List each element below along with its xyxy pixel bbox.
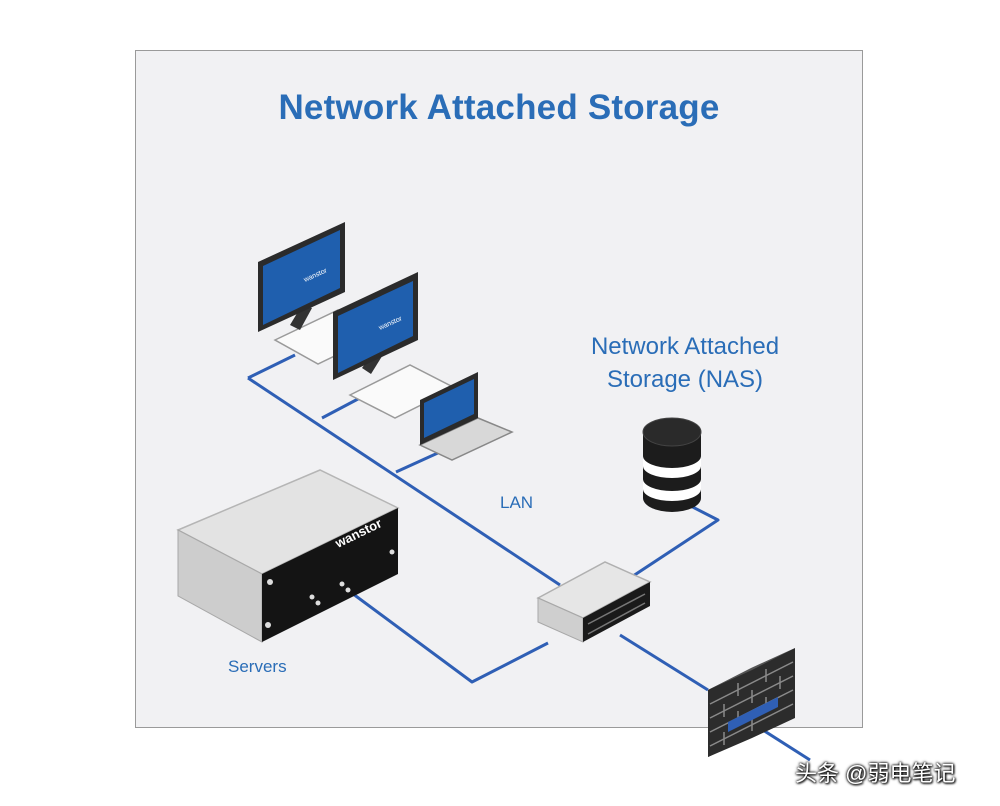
watermark-text: 头条 @弱电笔记	[795, 761, 956, 786]
firewall-top	[708, 648, 795, 690]
nas-label-line2: Storage (NAS)	[606, 366, 764, 393]
switch-slot	[587, 602, 646, 635]
servers-label: Servers	[228, 657, 287, 676]
monitor-screen	[338, 281, 413, 373]
nas-label-line1: Network Attached	[590, 333, 780, 360]
link-server	[344, 586, 549, 684]
laptop-screen	[424, 379, 474, 438]
firewall-badge	[728, 697, 778, 732]
diagram-title: Network Attached Storage	[278, 88, 720, 127]
lan-trunk	[247, 376, 561, 587]
link-desktop1	[247, 353, 296, 380]
server-led	[309, 594, 315, 600]
monitor-screen	[263, 230, 340, 325]
laptop-computer	[418, 372, 514, 461]
nas-label: Network Attached Storage (NAS)	[560, 330, 810, 396]
server-icon	[262, 508, 398, 642]
firewall	[708, 648, 795, 757]
nas-device	[642, 417, 702, 512]
monitor-stand-icon	[290, 305, 312, 330]
server-led	[267, 579, 273, 585]
lan-links	[247, 353, 811, 762]
server-led	[345, 587, 351, 593]
server-led	[315, 600, 321, 606]
network-switch	[536, 561, 652, 643]
server-led	[389, 549, 395, 555]
server-led	[265, 622, 271, 628]
desktop-computer-2: wanstor	[333, 272, 457, 419]
database-band-1	[643, 456, 701, 478]
server: wanstor	[176, 469, 400, 643]
database-top	[642, 417, 702, 447]
link-firewall	[619, 633, 709, 692]
lan-label: LAN	[500, 493, 534, 512]
link-laptop	[395, 450, 441, 474]
database-band-2	[643, 479, 701, 501]
switch-slot	[587, 593, 646, 625]
server-led	[339, 581, 345, 587]
